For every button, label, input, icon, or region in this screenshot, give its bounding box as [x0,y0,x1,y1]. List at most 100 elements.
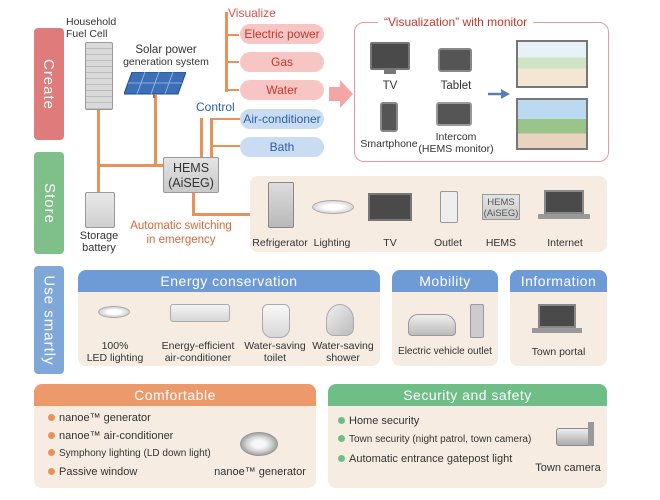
bullet-icon [48,448,55,456]
town-portal-laptop-icon [538,304,576,328]
monitor-title: “Visualization” with monitor [378,15,534,29]
comfortable-item-4-text: Passive window [59,466,138,478]
visualize-water: Water [240,80,324,100]
connector-to-store [192,213,250,216]
connector-solar-down [154,95,157,167]
energy-item-aircon-line2: air-conditioner [164,352,232,364]
bullet-icon [48,413,55,421]
energy-item-shower-line2: shower [326,352,360,364]
hems-box-line2: (AiSEG) [168,176,214,190]
store-label-lighting: Lighting [313,237,351,249]
solar-label-line2: generation system [123,56,209,68]
store-label-tv: TV [383,237,397,249]
toilet-icon [262,304,290,338]
energy-item-shower: Water-saving shower [308,340,378,364]
row-label-use-smartly: Use smartly [34,266,64,374]
hems-device-icon: HEMS (AiSEG) [482,194,520,220]
hems-device-line2: (AiSEG) [483,208,519,219]
comfortable-item-2-text: nanoe™ air-conditioner [59,430,174,442]
store-label-outlet: Outlet [433,237,462,249]
comfortable-item-3-text: Symphony lighting (LD down light) [59,448,211,459]
fuel-cell-label: Household Fuel Cell [66,16,136,40]
comfortable-item-3: Symphony lighting (LD down light) [48,448,211,459]
energy-item-led-line1: 100% [101,340,129,352]
bullet-icon [338,434,345,442]
connector-vis-1 [225,34,239,36]
lighting-icon [312,200,354,214]
internet-laptop-icon [544,190,584,214]
row-label-store-text: Store [40,182,58,224]
energy-item-shower-line1: Water-saving [312,340,374,352]
fuel-cell-label-line2: Fuel Cell [66,28,108,40]
mobility-item: Electric vehicle outlet [398,346,492,357]
row-label-create-text: Create [40,58,58,110]
comfortable-item-1: nanoe™ generator [48,412,151,424]
connector-hems-up [200,118,203,158]
nanoe-generator-icon [240,432,278,456]
monitor-screenshot-top [516,40,588,88]
comfortable-item-1-text: nanoe™ generator [59,412,151,424]
fuel-cell-icon [85,42,113,110]
solar-label-line1: Solar power [135,44,197,56]
energy-item-toilet: Water-saving toilet [240,340,310,364]
connector-ctrl-1 [210,118,240,120]
energy-header: Energy conservation [78,270,380,292]
security-item-2: Town security (night patrol, town camera… [338,434,531,445]
connector-visualize-trunk [225,12,228,92]
energy-item-aircon-line1: Energy-efficient [161,340,235,352]
bullet-icon [338,454,345,462]
town-camera-mount [588,422,594,446]
monitor-smartphone-label: Smartphone [360,138,418,150]
connector-hems-down [192,193,195,215]
solar-panel-icon [124,72,186,98]
monitor-screenshot-bottom [516,98,588,150]
fuel-cell-label-line1: Household [66,16,117,28]
solar-label: Solar power generation system [114,44,218,68]
visualize-electric-power: Electric power [240,24,324,44]
auto-switch-line2: in emergency [146,234,216,246]
monitor-intercom-icon [436,102,472,126]
monitor-tv-label: TV [382,80,398,92]
storage-label-line1: Storage [79,230,119,242]
nanoe-generator-label: nanoe™ generator [214,466,306,478]
connector-fuelcell-down [97,108,100,166]
security-item-1-text: Home security [349,415,420,427]
outlet-icon [440,191,458,223]
auto-switch-label: Automatic switching in emergency [126,219,236,247]
electric-car-icon [408,314,456,336]
connector-main-horizontal [97,164,167,167]
energy-item-led: 100% LED lighting [82,340,148,364]
comfortable-item-2: nanoe™ air-conditioner [48,430,173,442]
storage-battery-label: Storage battery [72,230,126,254]
monitor-tablet-label: Tablet [440,80,472,92]
security-item-1: Home security [338,415,419,427]
monitor-intercom-line2: (HEMS monitor) [418,143,494,155]
control-bath: Bath [240,137,324,157]
security-item-3: Automatic entrance gatepost light [338,453,512,465]
storage-label-line2: battery [82,242,116,254]
monitor-intercom-label: Intercom (HEMS monitor) [416,131,496,155]
energy-item-led-line2: LED lighting [86,352,144,364]
row-label-store: Store [34,152,64,254]
bullet-icon [338,416,345,424]
store-label-hems: HEMS [485,237,517,249]
monitor-smartphone-icon [380,102,398,132]
control-label: Control [196,100,235,114]
energy-item-toilet-line1: Water-saving [244,340,306,352]
energy-item-aircon: Energy-efficient air-conditioner [154,340,242,364]
connector-control-trunk [210,118,213,160]
hems-device-line1: HEMS [487,197,515,208]
visualize-label: Visualize [228,6,276,20]
ev-charger-icon [470,304,484,338]
store-label-internet: Internet [547,237,583,249]
information-item: Town portal [531,346,586,358]
security-header: Security and safety [328,384,607,406]
connector-battery-up [97,164,100,194]
monitor-arrow-icon [488,89,510,99]
town-portal-laptop-base [532,328,582,333]
refrigerator-icon [268,182,294,228]
air-conditioner-icon [170,304,230,322]
visualize-gas: Gas [240,52,324,72]
monitor-tv-icon [370,42,410,70]
connector-vis-2 [225,61,239,63]
